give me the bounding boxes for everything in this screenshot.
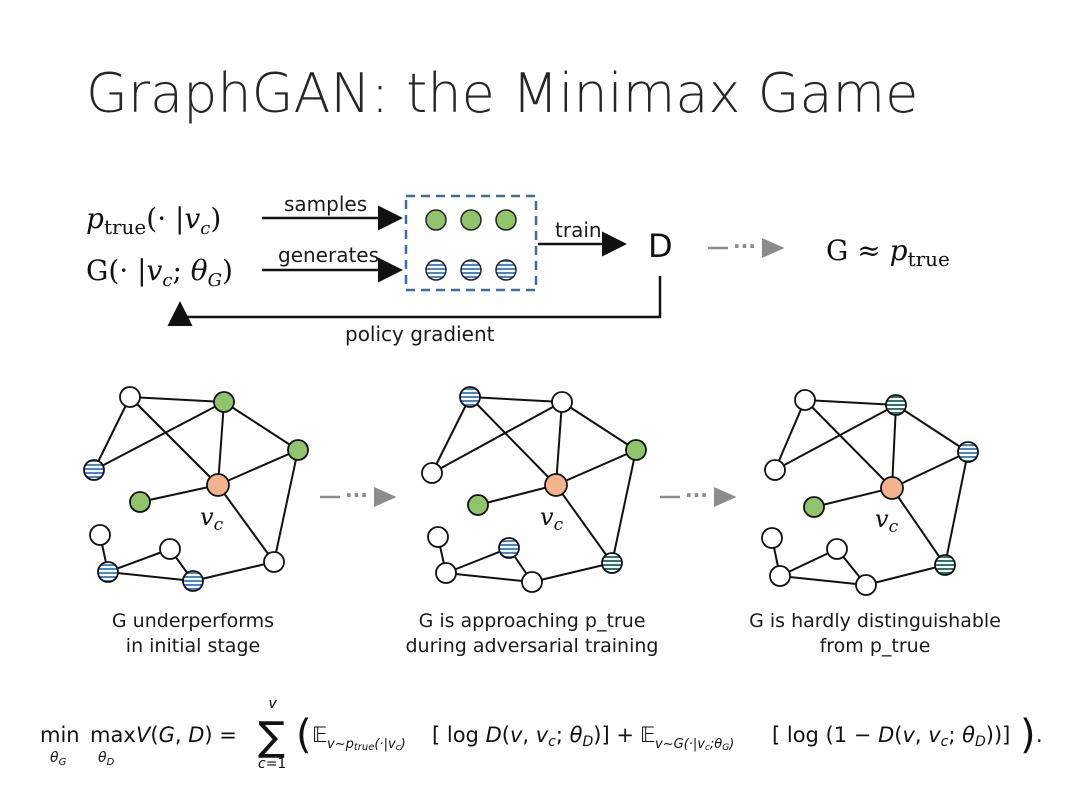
policy-gradient-label: policy gradient [345,322,495,346]
svg-text:v∼G(·|vc;θG): v∼G(·|vc;θG) [655,737,734,753]
teal-striped-node [885,394,907,416]
striped-node [459,386,481,408]
samples-label: samples [284,192,367,216]
center-node-vc [880,476,904,500]
svg-text:[ log (1 − D(v, vc; θD))]: [ log (1 − D(v, vc; θD))] [772,723,1010,750]
svg-text:θG: θG [50,750,67,768]
green-node [129,491,151,513]
center-node-vc [544,473,568,497]
green-node [213,391,235,413]
teal-striped-node [934,554,956,576]
white-node [521,571,543,593]
caption-3-line1: G is hardly distinguishable [749,610,1001,632]
svg-text:v∼ptrue(·|vc): v∼ptrue(·|vc) [327,737,406,753]
svg-text:(: ( [296,712,312,758]
graph-indistinguishable: vc [761,389,979,596]
green-node [625,439,647,461]
vc-label: vc [875,505,899,537]
striped-node [498,537,520,559]
svg-text:𝔼: 𝔼 [312,723,327,747]
generates-label: generates [278,243,379,267]
gray-arrow-3: ··· [660,483,737,507]
svg-text:θD: θD [98,750,115,768]
svg-text:···: ··· [733,234,756,258]
caption-2-line2: during adversarial training [406,635,659,657]
white-node [826,538,848,560]
train-label: train [555,218,602,242]
svg-text:[ log D(v, vc; θD)] +: [ log D(v, vc; θD)] + [432,723,634,750]
striped-node [97,561,119,583]
sample-box [404,194,538,292]
svg-text:c=1: c=1 [258,756,286,772]
white-node [761,527,783,549]
white-node [435,562,457,584]
graph-initial: vc [83,386,309,592]
generated-sample-nodes [425,259,517,281]
striped-node [83,459,105,481]
green-node [460,209,482,231]
striped-node [957,441,979,463]
vc-label: vc [200,503,224,535]
green-node [467,494,489,516]
diagram: ptrue(· |vc) G(· |vc; θG) samples genera… [83,192,1001,657]
svg-text:max: max [90,723,136,747]
white-node [119,386,141,408]
caption-2-line1: G is approaching p_true [419,610,646,632]
white-node [89,524,111,546]
green-node [495,209,517,231]
green-node [425,209,447,231]
graph-approaching: vc [421,386,647,593]
svg-text:∑: ∑ [258,714,285,760]
white-node [427,526,449,548]
white-node [855,574,877,596]
svg-text:V: V [268,700,279,712]
white-node [159,538,181,560]
caption-3-line2: from p_true [820,635,931,657]
striped-node [425,259,447,281]
true-sample-nodes [425,209,517,231]
g-label: G(· |vc; θG) [86,254,233,291]
svg-text:): ) [1020,712,1036,758]
striped-node [460,259,482,281]
striped-node [182,570,204,592]
svg-text:···: ··· [345,483,368,507]
teal-striped-node [601,552,623,574]
gray-arrow-2: ··· [320,483,397,507]
minimax-formula: min θG max θD V(G, D) = ∑ V c=1 ( 𝔼 v∼pt… [40,700,1043,772]
slide-title: GraphGAN: the Minimax Game [86,62,919,125]
white-node [794,389,816,411]
green-node [803,496,825,518]
white-node [551,391,573,413]
svg-text:···: ··· [685,483,708,507]
caption-1-line2: in initial stage [126,635,260,657]
svg-text:𝔼: 𝔼 [640,723,655,747]
svg-text:min: min [40,723,80,747]
gray-arrow-1: ··· [708,234,785,258]
white-node [769,565,791,587]
p-true-label: ptrue(· |vc) [86,202,221,239]
white-node [263,551,285,573]
svg-text:V(G, D) =: V(G, D) = [136,723,237,747]
result-label: G ≈ ptrue [826,234,950,271]
center-node-vc [206,473,230,497]
d-label: D [648,227,673,265]
green-node [287,439,309,461]
vc-label: vc [540,503,564,535]
white-node [421,462,443,484]
policy-gradient-arrow [167,276,662,326]
striped-node [495,259,517,281]
white-node [764,459,786,481]
svg-text:.: . [1036,723,1043,747]
caption-1-line1: G underperforms [112,610,274,632]
